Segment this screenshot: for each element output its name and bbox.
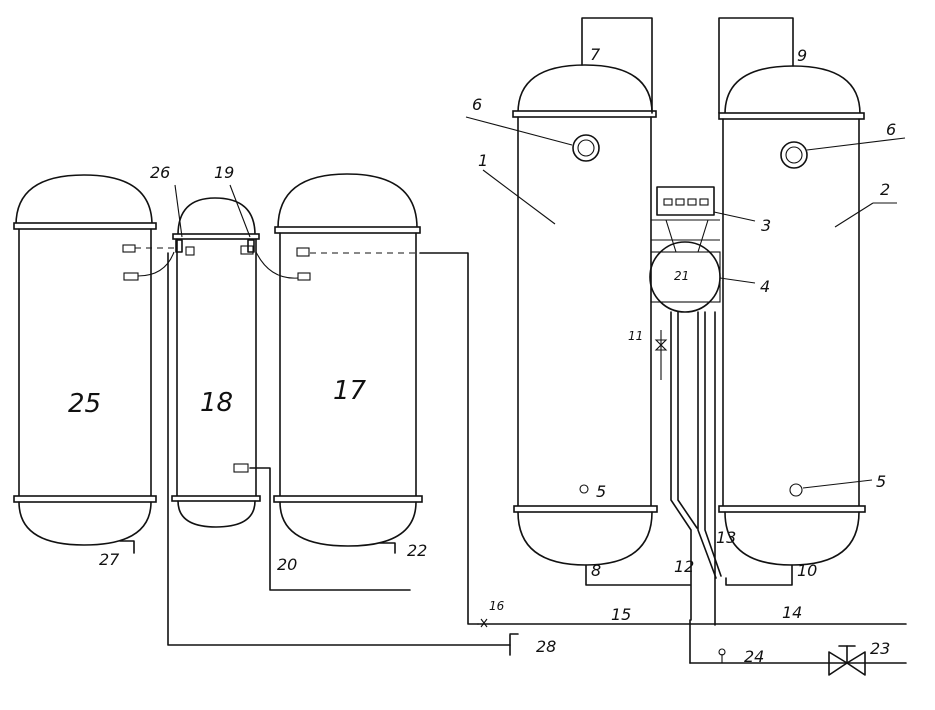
label-24: 24 — [744, 647, 764, 666]
pipe-10 — [725, 564, 793, 586]
fittings — [122, 239, 311, 473]
label-26: 26 — [150, 163, 170, 182]
motor-4 — [649, 241, 721, 313]
tank-25 — [13, 174, 157, 546]
port-left — [579, 484, 589, 494]
label-9: 9 — [797, 46, 807, 65]
label-8: 8 — [591, 561, 601, 580]
line-16 — [310, 252, 488, 628]
pipe-8 — [585, 564, 691, 586]
label-12: 12 — [674, 557, 694, 576]
label-20: 20 — [277, 555, 297, 574]
label-28: 28 — [536, 637, 556, 656]
main-line — [477, 619, 907, 664]
label-3: 3 — [761, 216, 771, 235]
label-11: 11 — [628, 329, 643, 343]
label-5-right: 5 — [876, 472, 886, 491]
label-6-left: 6 — [472, 95, 482, 114]
label-17: 17 — [333, 376, 367, 406]
label-2: 2 — [880, 180, 890, 199]
leader-lines — [174, 116, 906, 489]
control-box-3 — [651, 186, 720, 253]
sight-glass-right — [780, 141, 808, 169]
label-10: 10 — [797, 561, 817, 580]
line-28 — [167, 252, 519, 656]
gauge-24 — [718, 648, 726, 663]
pipe-9 — [718, 17, 794, 114]
label-19: 19 — [214, 163, 234, 182]
label-6-right: 6 — [886, 120, 896, 139]
valve-23 — [828, 645, 866, 676]
labels: 25 18 17 1 2 3 4 5 5 6 6 7 8 9 10 11 12 … — [68, 45, 896, 666]
label-16: 16 — [489, 599, 505, 613]
label-21: 21 — [674, 269, 689, 283]
pipe-12 — [670, 311, 698, 621]
label-18: 18 — [200, 388, 233, 418]
label-14: 14 — [782, 603, 802, 622]
label-23: 23 — [870, 639, 890, 658]
drain-27 — [119, 540, 135, 554]
valve-11 — [654, 330, 668, 380]
tank-2 — [718, 65, 866, 566]
label-22: 22 — [407, 541, 427, 560]
tank-18 — [171, 197, 261, 528]
pipe-13 — [697, 311, 722, 626]
label-27: 27 — [99, 550, 120, 569]
label-25: 25 — [68, 389, 101, 419]
label-7: 7 — [590, 45, 601, 64]
tank-17 — [273, 173, 423, 547]
label-4: 4 — [760, 277, 770, 296]
sight-glass-left — [572, 134, 600, 162]
label-15: 15 — [611, 605, 631, 624]
label-13: 13 — [716, 528, 736, 547]
port-right — [789, 483, 803, 497]
line-20 — [249, 467, 411, 591]
label-1: 1 — [478, 151, 488, 170]
label-5-left: 5 — [596, 482, 606, 501]
drain-22 — [379, 542, 396, 554]
pipe-7 — [581, 17, 653, 114]
